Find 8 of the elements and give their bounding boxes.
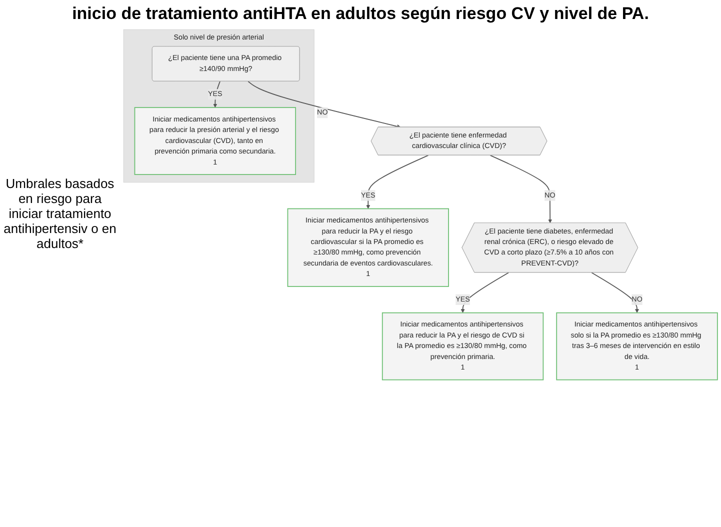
arrow <box>460 272 510 313</box>
diagram-title: inicio de tratamiento antiHTA en adultos según riesgo CV y nivel de PA. <box>71 4 650 24</box>
arrow <box>213 80 220 108</box>
arrow <box>490 154 552 224</box>
row-label: Umbrales basados en riesgo para iniciar tratamiento antihipertensiv o en adultos* <box>2 176 118 251</box>
arrow <box>366 154 429 209</box>
arrow <box>591 272 639 313</box>
arrow <box>248 80 401 128</box>
